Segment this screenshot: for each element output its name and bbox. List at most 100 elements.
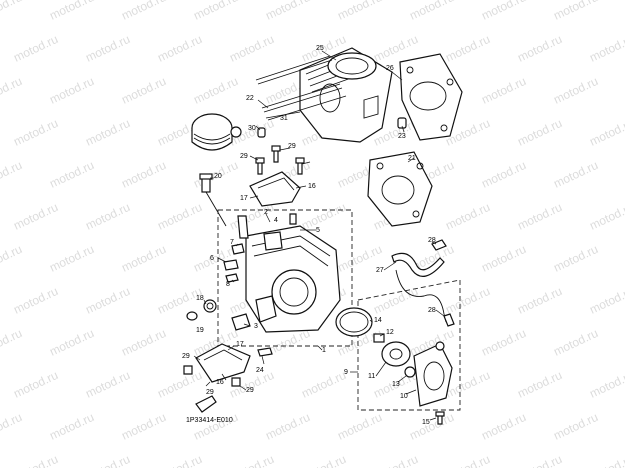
clip [195, 395, 217, 413]
head-cover [249, 171, 301, 207]
watermark-text-90: motod.ru [11, 368, 60, 401]
callout-15: 15 [422, 419, 430, 426]
watermark-text-4: motod.ru [263, 0, 312, 23]
watermark-text-27: motod.ru [479, 74, 528, 107]
watermark-text-3: motod.ru [191, 0, 240, 23]
callout-2: 2 [264, 209, 268, 216]
watermark-text-104: motod.ru [263, 410, 312, 443]
callout-3: 3 [254, 323, 258, 330]
watermark-text-40: motod.ru [0, 158, 24, 191]
watermark-text-88: motod.ru [551, 326, 600, 359]
watermark-text-103: motod.ru [191, 410, 240, 443]
watermark-text-81: motod.ru [47, 326, 96, 359]
callout-29: 29 [240, 153, 248, 160]
watermark-text-8: motod.ru [551, 0, 600, 23]
watermark-text-12: motod.ru [155, 32, 204, 65]
watermark-text-61: motod.ru [47, 242, 96, 275]
watermark-text-37: motod.ru [515, 116, 564, 149]
watermark-text-10: motod.ru [11, 32, 60, 65]
callout-7: 7 [230, 239, 234, 246]
watermark-text-23: motod.ru [191, 74, 240, 107]
watermark-text-13: motod.ru [227, 32, 276, 65]
watermark-text-111: motod.ru [83, 452, 132, 468]
watermark-text-38: motod.ru [587, 116, 625, 149]
cylinder-head [245, 225, 341, 333]
callout-4: 4 [274, 217, 278, 224]
watermark-text-75: motod.ru [371, 284, 420, 317]
watermark-text-118: motod.ru [587, 452, 625, 468]
top-bolts [255, 145, 305, 175]
watermark-text-22: motod.ru [119, 74, 168, 107]
watermark-text-91: motod.ru [83, 368, 132, 401]
callout-25: 25 [316, 45, 324, 52]
watermark-text-57: motod.ru [515, 200, 564, 233]
watermark-text-92: motod.ru [155, 368, 204, 401]
watermark-text-20: motod.ru [0, 74, 24, 107]
watermark-text-16: motod.ru [443, 32, 492, 65]
watermark-text-105: motod.ru [335, 410, 384, 443]
watermark-text-31: motod.ru [83, 116, 132, 149]
leader-lines [193, 50, 445, 421]
watermark-text-102: motod.ru [119, 410, 168, 443]
diagram-code: 1P33414-E010 [186, 417, 233, 424]
callout-31: 31 [280, 115, 288, 122]
watermark-text-108: motod.ru [551, 410, 600, 443]
watermark-text-87: motod.ru [479, 326, 528, 359]
callout-17: 17 [240, 195, 248, 202]
watermark-text-100: motod.ru [0, 410, 24, 443]
callout-28: 28 [428, 237, 436, 244]
watermark-text-62: motod.ru [119, 242, 168, 275]
caps [186, 299, 217, 321]
watermark-text-112: motod.ru [155, 452, 204, 468]
callout-27: 27 [376, 267, 384, 274]
watermark-text-18: motod.ru [587, 32, 625, 65]
watermark-text-51: motod.ru [83, 200, 132, 233]
watermark-text-17: motod.ru [515, 32, 564, 65]
watermark-text-77: motod.ru [515, 284, 564, 317]
watermark-text-76: motod.ru [443, 284, 492, 317]
watermark-text-68: motod.ru [551, 242, 600, 275]
watermark-text-60: motod.ru [0, 242, 24, 275]
callout-10: 10 [400, 393, 408, 400]
watermark-text-54: motod.ru [299, 200, 348, 233]
callout-13: 13 [392, 381, 400, 388]
side-cover [413, 341, 453, 407]
watermark-text-115: motod.ru [371, 452, 420, 468]
watermark-text-2: motod.ru [119, 0, 168, 23]
watermark-text-1: motod.ru [47, 0, 96, 23]
watermark-text-114: motod.ru [299, 452, 348, 468]
watermark-text-67: motod.ru [479, 242, 528, 275]
watermark-text-116: motod.ru [443, 452, 492, 468]
callout-14: 14 [374, 317, 382, 324]
watermark-text-117: motod.ru [515, 452, 564, 468]
callout-29: 29 [288, 143, 296, 150]
callout-24: 24 [256, 367, 264, 374]
rotor-parts [373, 333, 416, 378]
callout-11: 11 [368, 373, 375, 380]
cylinder [299, 47, 393, 143]
callout-16: 16 [216, 379, 224, 386]
watermark-text-50: motod.ru [11, 200, 60, 233]
watermark-text-71: motod.ru [83, 284, 132, 317]
piston [191, 113, 242, 151]
watermark-text-11: motod.ru [83, 32, 132, 65]
cylinder-base-gasket [399, 53, 463, 141]
head-gasket [367, 151, 433, 227]
watermark-text-42: motod.ru [119, 158, 168, 191]
watermark-text-21: motod.ru [47, 74, 96, 107]
watermark-text-5: motod.ru [335, 0, 384, 23]
watermark-text-56: motod.ru [443, 200, 492, 233]
callout-29: 29 [246, 387, 254, 394]
bolt [435, 411, 445, 425]
watermark-text-28: motod.ru [551, 74, 600, 107]
cylinder-studs [255, 55, 347, 121]
callout-17: 17 [236, 341, 244, 348]
watermark-text-6: motod.ru [407, 0, 456, 23]
callout-5: 5 [316, 227, 320, 234]
cable [395, 269, 447, 323]
watermark-text-0: motod.ru [0, 0, 24, 23]
intake-manifold [183, 343, 251, 387]
watermark-text-52: motod.ru [155, 200, 204, 233]
